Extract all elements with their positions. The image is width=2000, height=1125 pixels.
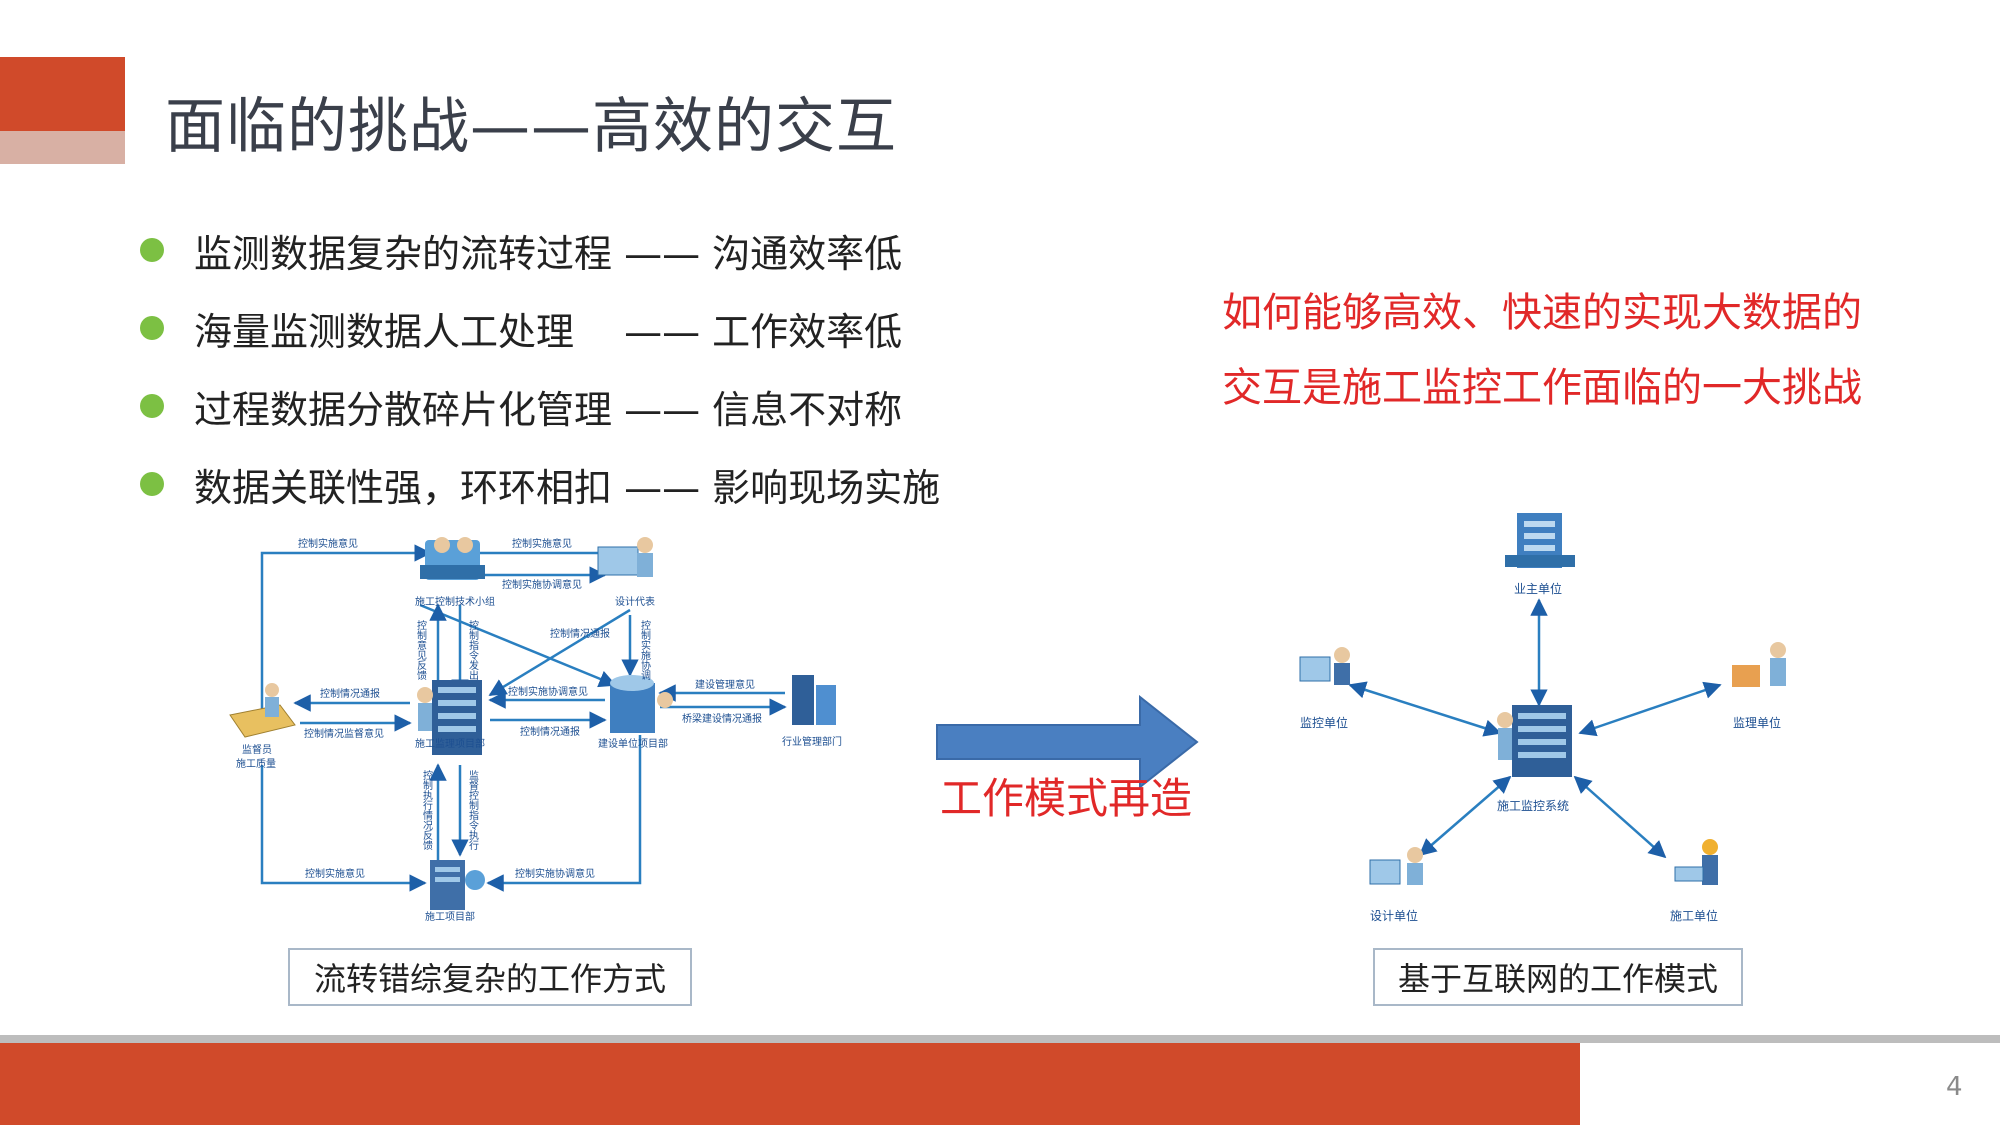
edge-label-vertical: 监督控制指令执行 bbox=[467, 769, 479, 851]
edge-label: 控制情况通报 bbox=[320, 687, 380, 700]
monitor-dept-icon bbox=[417, 680, 482, 755]
bullet-item: 过程数据分散碎片化管理 —— 信息不对称 bbox=[140, 376, 980, 436]
bullet-item: 海量监测数据人工处理 —— 工作效率低 bbox=[140, 298, 980, 358]
node-label: 施工控制技术小组 bbox=[415, 595, 495, 608]
monitoring-system-icon bbox=[1497, 705, 1572, 777]
node-label: 监控单位 bbox=[1300, 715, 1348, 730]
edge-line bbox=[1418, 775, 1512, 857]
arrow-label: 工作模式再造 bbox=[940, 774, 1193, 823]
node-label: 建设单位项目部 bbox=[598, 737, 668, 750]
right-network-diagram: 业主单位 监控单位 监理单位 施工监控系统 设计单位 施工单位 bbox=[1299, 513, 1786, 923]
footer-divider bbox=[0, 1035, 2000, 1043]
node-label: 行业管理部门 bbox=[782, 735, 842, 748]
edge-label: 桥梁建设情况通报 bbox=[682, 712, 762, 725]
node-label: 业主单位 bbox=[1514, 581, 1562, 596]
header-accent-strip bbox=[0, 131, 125, 164]
designer-icon bbox=[597, 537, 653, 577]
node-label: 设计代表 bbox=[615, 595, 655, 608]
design-unit-icon bbox=[1369, 847, 1423, 885]
edge-label: 建设管理意见 bbox=[695, 678, 755, 691]
footer-bar bbox=[0, 1043, 1580, 1125]
owner-dept-icon bbox=[610, 675, 673, 733]
bullet-dot-icon bbox=[140, 238, 164, 262]
supervisor-icon bbox=[229, 683, 296, 738]
construction-unit-icon bbox=[1674, 839, 1718, 885]
edge-line bbox=[260, 765, 427, 892]
edge-line bbox=[1348, 681, 1502, 737]
edge-label: 控制实施协调意见 bbox=[515, 867, 595, 880]
right-diagram-caption: 基于互联网的工作模式 bbox=[1373, 948, 1743, 1006]
edge-label: 控制实施意见 bbox=[298, 537, 358, 550]
edge-label: 控制情况通报 bbox=[520, 725, 580, 738]
construct-dept-icon bbox=[430, 860, 485, 910]
edge-line bbox=[1573, 775, 1667, 859]
right-arrow-icon bbox=[936, 695, 1199, 790]
bullet-text: 过程数据分散碎片化管理 —— 信息不对称 bbox=[194, 387, 903, 432]
bullet-dot-icon bbox=[140, 316, 164, 340]
edge-label: 控制实施意见 bbox=[512, 537, 572, 550]
supervision-unit-icon bbox=[1732, 642, 1786, 687]
challenge-line-1: 如何能够高效、快速的实现大数据的 bbox=[1222, 290, 1862, 336]
industry-dept-icon bbox=[792, 675, 836, 725]
header-accent-block bbox=[0, 57, 125, 131]
edge-label: 控制情况通报 bbox=[550, 627, 610, 640]
tech-group-icon bbox=[420, 537, 485, 580]
page-number: 4 bbox=[1946, 1072, 1963, 1102]
node-label: 施工单位 bbox=[1670, 908, 1718, 923]
edge-line bbox=[486, 735, 642, 892]
bullet-text: 监测数据复杂的流转过程 —— 沟通效率低 bbox=[194, 231, 903, 276]
edge-line bbox=[1578, 681, 1722, 737]
edge-label-vertical: 控制指令发出 bbox=[467, 619, 479, 680]
edge-label: 控制实施协调意见 bbox=[508, 685, 588, 698]
bullet-dot-icon bbox=[140, 394, 164, 418]
edge-label-vertical: 控制实施协调 bbox=[639, 619, 651, 681]
edge-label: 控制情况监督意见 bbox=[304, 727, 384, 740]
edge-line bbox=[260, 544, 432, 715]
edge-label: 控制实施意见 bbox=[305, 867, 365, 880]
node-label: 施工质量 bbox=[236, 757, 276, 770]
edge-label-vertical: 控制执行情况反馈 bbox=[421, 769, 433, 851]
node-label: 施工监控系统 bbox=[1497, 799, 1569, 813]
node-label: 施工监理项目部 bbox=[415, 737, 485, 750]
transform-arrow bbox=[936, 695, 1199, 790]
left-flow-diagram: 施工控制技术小组 设计代表 监督员 施工质量 施工监理项目部 建设单位项目部 行… bbox=[229, 537, 842, 923]
node-label: 监理单位 bbox=[1733, 715, 1781, 730]
bullet-dot-icon bbox=[140, 472, 164, 496]
owner-building-icon bbox=[1505, 513, 1575, 568]
left-diagram-caption: 流转错综复杂的工作方式 bbox=[288, 948, 692, 1006]
bullet-item: 监测数据复杂的流转过程 —— 沟通效率低 bbox=[140, 220, 980, 280]
bullet-text: 海量监测数据人工处理 —— 工作效率低 bbox=[194, 309, 903, 354]
edge-label-vertical: 控制意见反馈 bbox=[415, 619, 427, 681]
bullet-text: 数据关联性强，环环相扣 —— 影响现场实施 bbox=[194, 465, 941, 510]
challenge-line-2: 交互是施工监控工作面临的一大挑战 bbox=[1222, 365, 1862, 411]
edge-label: 控制实施协调意见 bbox=[502, 578, 582, 591]
node-label: 设计单位 bbox=[1370, 908, 1418, 923]
monitor-unit-icon bbox=[1299, 647, 1350, 685]
edge-line bbox=[488, 608, 631, 697]
edge-line bbox=[419, 603, 617, 688]
page-title: 面临的挑战——高效的交互 bbox=[165, 92, 897, 162]
node-label: 监督员 bbox=[242, 743, 272, 756]
bullet-item: 数据关联性强，环环相扣 —— 影响现场实施 bbox=[140, 454, 980, 514]
node-label: 施工项目部 bbox=[425, 910, 475, 923]
